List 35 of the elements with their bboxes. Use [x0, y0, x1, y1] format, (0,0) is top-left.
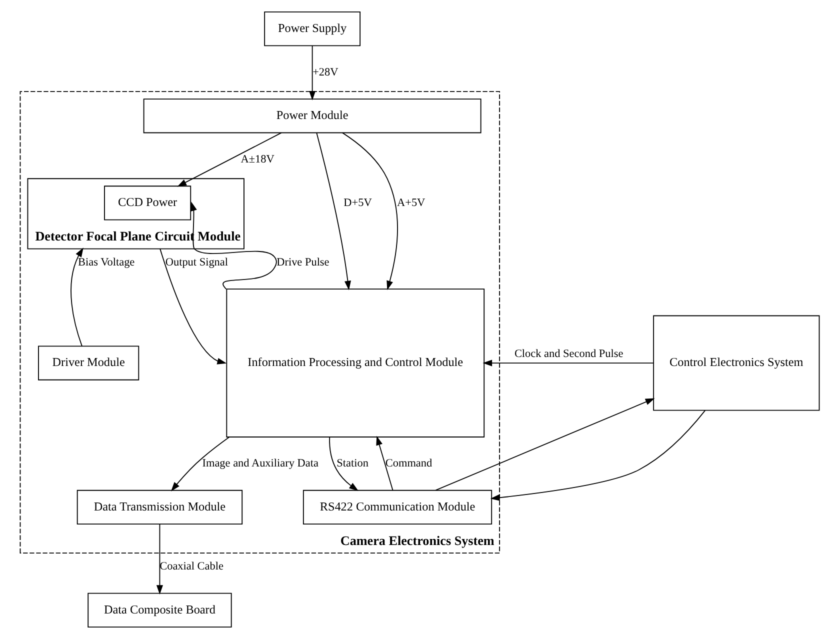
node-box: Data Composite Board	[88, 592, 232, 628]
node-box: Control Electronics System	[653, 315, 820, 411]
edge-label: Coaxial Cable	[160, 560, 224, 573]
arrow	[490, 410, 706, 501]
edge-label: Drive Pulse	[276, 256, 330, 268]
arrow	[309, 45, 316, 100]
arrow	[329, 436, 359, 491]
arrow	[435, 398, 655, 491]
node-box: Information Processing and Control Module	[226, 288, 485, 438]
node-box: Data Transmission Module	[76, 490, 243, 525]
edge-label: A+5V	[397, 196, 426, 209]
node-box: Driver Module	[38, 346, 140, 380]
arrow	[160, 248, 227, 364]
edge-label: +28V	[312, 66, 338, 78]
arrow	[170, 436, 230, 492]
arrow	[190, 202, 277, 290]
node-box: CCD Power	[104, 186, 192, 220]
node-box: RS422 Communication Module	[302, 490, 492, 525]
edge-label: A±18V	[240, 153, 274, 166]
edge-label: Clock and Second Pulse	[514, 348, 624, 360]
arrow	[482, 360, 654, 366]
edge-label: Output Signal	[165, 256, 228, 268]
arrow	[70, 248, 84, 347]
node-box: Power Supply	[264, 12, 361, 46]
arrow	[177, 132, 282, 187]
arrow	[342, 132, 398, 290]
arrow	[376, 436, 394, 491]
edge-label: Image and Auxiliary Data	[202, 458, 318, 470]
edge-label: Command	[385, 458, 432, 470]
edge-label: Bias Voltage	[78, 256, 135, 268]
edge-label: Station	[336, 458, 368, 470]
arrow	[316, 132, 351, 290]
edge-label: D+5V	[344, 196, 372, 209]
arrow	[156, 524, 163, 594]
node-box: Power Module	[143, 98, 482, 134]
